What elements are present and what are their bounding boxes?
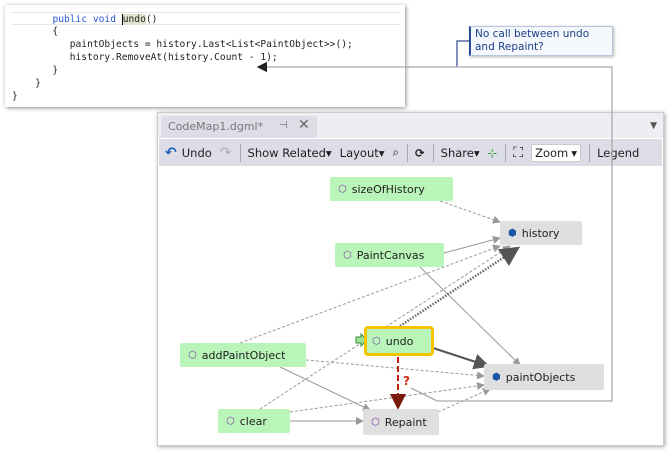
legend-button[interactable]: Legend	[597, 145, 640, 160]
toolbar: ↶Undo ↷ Show Related▾ Layout▾ ⌕ ⟳ Share▾…	[159, 139, 662, 166]
method-icon: ⬡	[371, 416, 380, 428]
node-label: addPaintObject	[201, 348, 286, 362]
tab-bar: CodeMap1.dgml* ⊣ ✕ ▼	[158, 113, 663, 138]
node-label: sizeOfHistory	[351, 182, 425, 196]
find-icon[interactable]: ⌕	[392, 145, 399, 159]
separator	[407, 143, 408, 162]
field-icon: ⬢	[508, 227, 517, 239]
share-button[interactable]: Share▾	[441, 146, 480, 160]
node-label: undo	[385, 334, 414, 348]
code-line: paintObjects = history.Last<List<PaintOb…	[12, 39, 353, 50]
add-comment-icon[interactable]: ⊹	[487, 145, 498, 160]
zoom-dropdown[interactable]: Zoom▾	[531, 143, 582, 162]
separator	[432, 143, 434, 162]
method-icon: ⬡	[372, 335, 381, 347]
node-paintcanvas[interactable]: ⬡ PaintCanvas	[335, 243, 444, 267]
edge	[439, 200, 501, 224]
caret-icon: ▾	[571, 145, 578, 160]
caret-icon: ▾	[473, 145, 480, 160]
code-editor[interactable]: public void undo() { paintObjects = hist…	[5, 5, 405, 107]
redo-button[interactable]: ↷	[219, 144, 232, 161]
zoom-to-fit-icon[interactable]: ⛶	[513, 144, 524, 161]
edge	[437, 388, 491, 413]
code-line: history.RemoveAt(history.Count - 1);	[12, 52, 278, 63]
method-icon: ⬡	[343, 249, 352, 261]
callout-connector	[456, 40, 469, 67]
show-related-button[interactable]: Show Related▾	[248, 146, 332, 160]
edge	[419, 266, 521, 366]
edge	[305, 359, 485, 380]
node-label: Repaint	[384, 415, 427, 429]
node-label: paintObjects	[505, 370, 576, 384]
refresh-icon[interactable]: ⟳	[415, 145, 425, 160]
zoom-value: Zoom	[535, 145, 569, 160]
layout-label: Layout	[339, 145, 379, 160]
edge	[279, 366, 371, 411]
tab-codemap[interactable]: CodeMap1.dgml* ⊣ ✕	[161, 116, 317, 138]
layout-button[interactable]: Layout▾	[340, 146, 385, 160]
edge	[399, 246, 521, 328]
edge	[289, 382, 485, 413]
question-mark: ?	[403, 374, 410, 388]
method-icon: ⬡	[226, 415, 235, 427]
method-icon: ⬡	[338, 183, 347, 195]
pin-icon[interactable]: ⊣	[279, 120, 288, 131]
edge	[443, 235, 501, 254]
method-icon: ⬡	[188, 349, 197, 361]
code-line: }	[12, 65, 59, 76]
code-line: {	[12, 26, 59, 37]
node-paintobjects[interactable]: ⬢ paintObjects	[484, 364, 604, 390]
tab-label: CodeMap1.dgml*	[168, 120, 264, 133]
node-undo[interactable]: ⬡ undo	[364, 326, 434, 356]
separator	[239, 143, 241, 162]
separator	[505, 143, 507, 162]
separator	[589, 143, 591, 162]
node-repaint[interactable]: ⬡ Repaint	[363, 409, 439, 435]
edge	[239, 244, 501, 344]
node-label: clear	[239, 414, 267, 428]
show-related-label: Show Related	[247, 145, 326, 160]
caret-icon: ▾	[378, 145, 385, 160]
node-label: history	[521, 226, 560, 240]
undo-button[interactable]: ↶ Undo	[165, 145, 212, 161]
edge	[432, 347, 490, 370]
close-icon[interactable]: ✕	[298, 117, 310, 133]
callout-pointer	[256, 61, 613, 402]
code-line: }	[12, 91, 18, 102]
node-label: PaintCanvas	[356, 248, 425, 262]
node-history[interactable]: ⬢ history	[500, 221, 582, 245]
field-icon: ⬢	[492, 371, 501, 383]
node-sizeofhistory[interactable]: ⬡ sizeOfHistory	[330, 177, 453, 201]
node-addpaintobject[interactable]: ⬡ addPaintObject	[180, 343, 306, 367]
comment-callout[interactable]: No call between undo and Repaint?	[469, 26, 613, 56]
code-line: public void undo()	[11, 12, 401, 25]
overflow-dropdown-icon[interactable]: ▼	[650, 121, 657, 131]
code-line: }	[12, 78, 41, 89]
undo-icon: ↶	[165, 144, 177, 161]
share-label: Share	[440, 145, 474, 160]
caret-icon: ▾	[325, 145, 332, 160]
node-clear[interactable]: ⬡ clear	[218, 409, 290, 433]
undo-label: Undo	[181, 145, 212, 160]
